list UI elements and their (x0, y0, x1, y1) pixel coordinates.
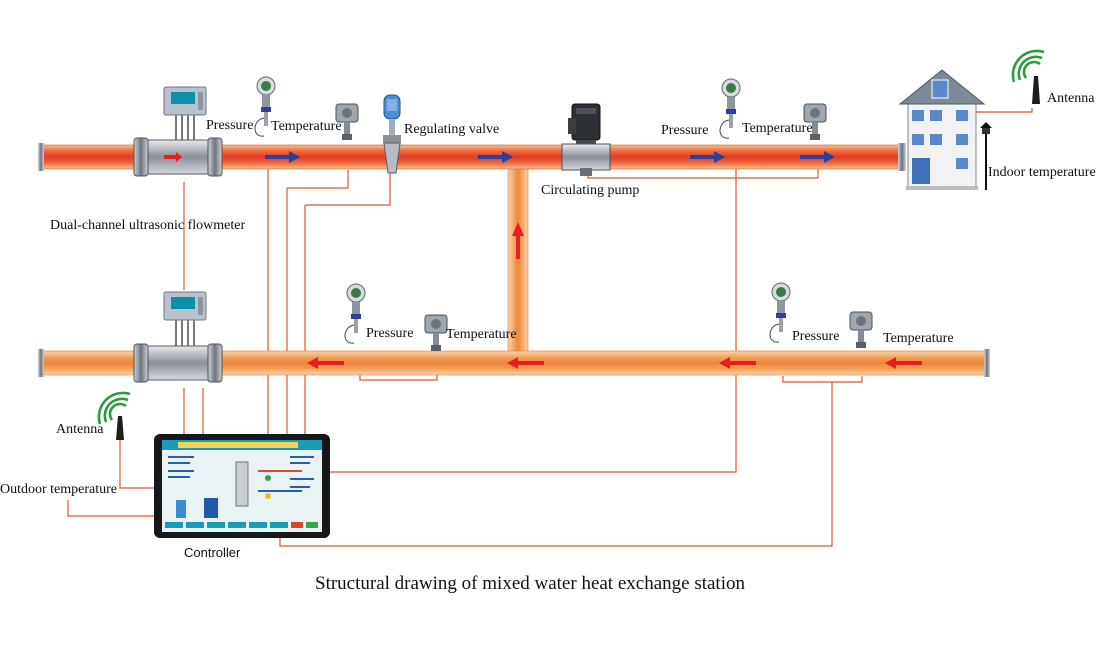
temperature-sensor-icon (335, 103, 359, 140)
label-antenna-controller: Antenna (56, 422, 104, 437)
antenna-icon (1011, 49, 1045, 83)
label-pressure-return-1: Pressure (366, 326, 414, 341)
label-pressure-supply-1: Pressure (206, 118, 254, 133)
label-pressure-return-2: Pressure (792, 329, 840, 344)
flowmeter-icon (133, 291, 223, 383)
temperature-sensor-icon (424, 314, 448, 351)
signal-lines (67, 108, 1033, 547)
controller-screen-icon (154, 434, 330, 538)
label-temperature-supply-1: Temperature (271, 119, 342, 134)
label-outdoor-temperature: Outdoor temperature (0, 482, 118, 497)
circulating-pump-icon (561, 103, 611, 176)
antenna-icon (97, 391, 131, 425)
supply-flow-arrows (265, 151, 835, 163)
label-circulating-pump: Circulating pump (541, 183, 640, 198)
label-indoor-temperature: Indoor temperature (988, 165, 1096, 180)
bypass-up-arrow (512, 222, 524, 236)
label-temperature-return-1: Temperature (446, 327, 517, 342)
diagram-caption: Structural drawing of mixed water heat e… (315, 573, 745, 594)
antenna-mast (1032, 76, 1040, 104)
temperature-sensor-icon (849, 311, 873, 348)
label-pressure-supply-2: Pressure (661, 123, 709, 138)
lamp-sensor-icon (980, 122, 992, 190)
return-flow-arrows (307, 357, 922, 369)
antenna-mast (116, 416, 124, 440)
regulating-valve-icon (383, 94, 401, 174)
house-icon (898, 69, 986, 190)
pressure-transmitter-icon (719, 78, 741, 139)
flowmeter-icon (133, 86, 223, 177)
pressure-transmitter-icon (769, 282, 791, 343)
pressure-transmitter-icon (344, 283, 366, 344)
label-antenna-building: Antenna (1047, 91, 1095, 106)
pressure-transmitter-icon (254, 76, 276, 137)
temperature-sensor-icon (803, 103, 827, 140)
label-flowmeter: Dual-channel ultrasonic flowmeter (50, 218, 246, 233)
label-controller: Controller (184, 545, 241, 560)
label-regulating-valve: Regulating valve (404, 122, 500, 137)
label-temperature-return-2: Temperature (883, 331, 954, 346)
label-temperature-supply-2: Temperature (742, 121, 813, 136)
